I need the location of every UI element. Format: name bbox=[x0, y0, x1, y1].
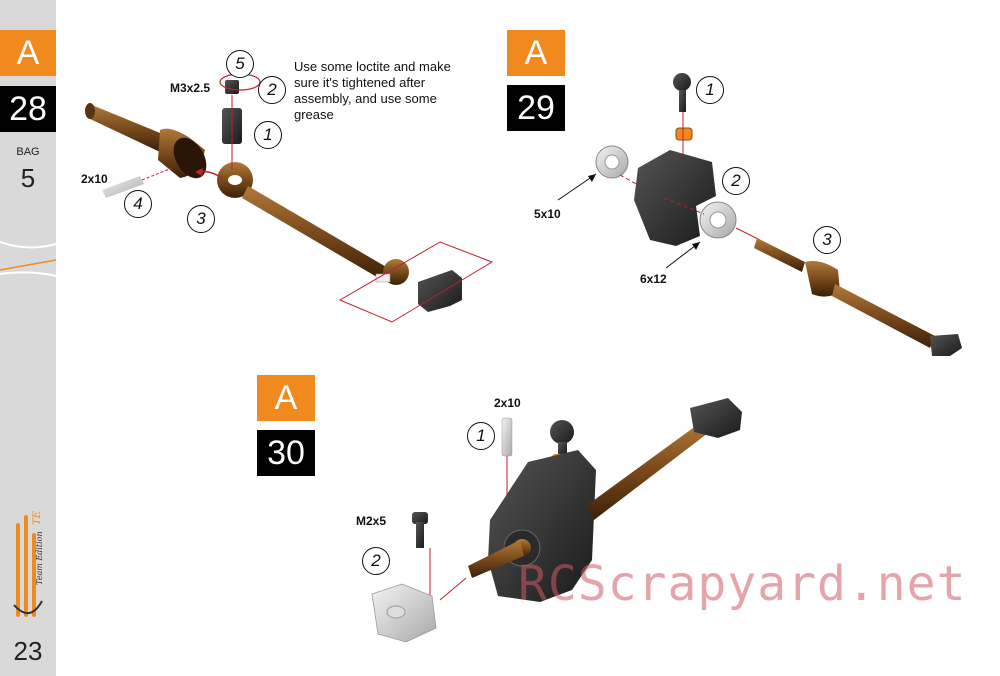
step30-callout-1: 1 bbox=[467, 422, 495, 450]
step28-callout-2: 2 bbox=[258, 76, 286, 104]
step30-callout-2: 2 bbox=[362, 547, 390, 575]
watermark: RCScrapyard.net bbox=[518, 556, 967, 612]
page-number: 23 bbox=[13, 636, 43, 666]
step28-callout-3: 3 bbox=[187, 205, 215, 233]
step30-pin-label: 2x10 bbox=[494, 396, 521, 410]
logo-suffix: TE bbox=[32, 510, 43, 525]
bag-number: 5 bbox=[20, 163, 36, 193]
logo-text: Team Edition bbox=[35, 531, 44, 585]
step28-pin-label: 2x10 bbox=[81, 172, 108, 186]
step30-number-badge: 30 bbox=[257, 430, 315, 476]
step29-hub-illustration bbox=[557, 73, 962, 356]
step30-letter-badge: A bbox=[257, 375, 315, 421]
step29-letter-badge: A bbox=[507, 30, 565, 76]
step29-number-badge: 29 bbox=[507, 85, 565, 131]
bag-label: BAG bbox=[16, 146, 40, 158]
sidebar-stripe-decoration bbox=[0, 241, 56, 277]
step29-callout-1: 1 bbox=[696, 76, 724, 104]
step29-callout-3: 3 bbox=[813, 226, 841, 254]
step30-assembly-illustration bbox=[371, 398, 742, 643]
step29-large-bearing-label: 6x12 bbox=[640, 272, 667, 286]
step28-drive-shaft-illustration bbox=[85, 73, 494, 323]
step28-callout-1: 1 bbox=[254, 121, 282, 149]
step28-callout-4: 4 bbox=[124, 190, 152, 218]
sidebar: A 28 BAG 5 Team Edition TE 23 bbox=[0, 0, 56, 676]
step28-instruction-note: Use some loctite and make sure it's tigh… bbox=[294, 59, 451, 122]
brand-logo-icon: Team Edition TE bbox=[13, 510, 44, 617]
step29-callout-2: 2 bbox=[722, 167, 750, 195]
step-number-badge: 28 bbox=[0, 86, 56, 132]
step28-screw-label: M3x2.5 bbox=[170, 81, 211, 95]
step29-small-bearing-label: 5x10 bbox=[534, 207, 561, 221]
step28-callout-5: 5 bbox=[226, 50, 254, 78]
step30-screw-label: M2x5 bbox=[356, 514, 387, 528]
step-letter-badge: A bbox=[0, 30, 56, 76]
